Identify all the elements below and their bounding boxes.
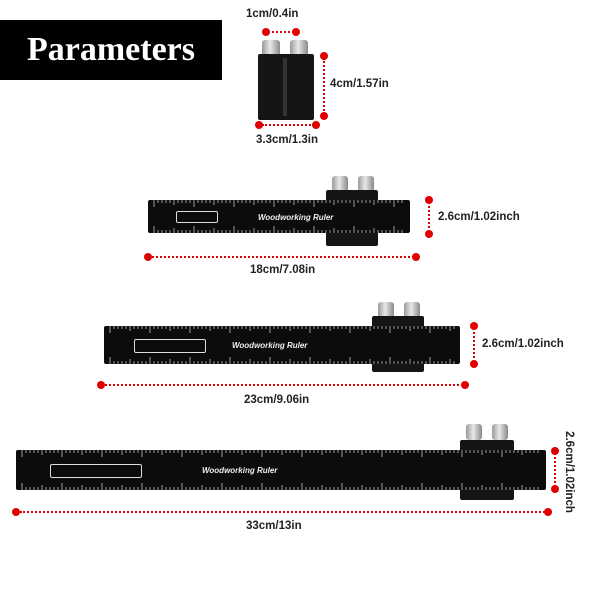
ruler3-knob-right [492, 424, 508, 440]
ruler3-window [50, 464, 142, 478]
clamp-width-label: 1cm/0.4in [246, 8, 299, 20]
ruler2-length-dot-left [97, 381, 105, 389]
ruler-scale-ticks [109, 326, 455, 364]
clamp-height-dot-bottom [320, 112, 328, 120]
ruler-33cm: Woodworking Ruler [16, 450, 546, 490]
ruler1-length-dot-left [144, 253, 152, 261]
clamp-length-dot-right [312, 121, 320, 129]
ruler-23cm: Woodworking Ruler [104, 326, 460, 364]
ruler3-height-label: 2.6cm/1.02inch [562, 431, 575, 513]
ruler1-height-dot-top [425, 196, 433, 204]
ruler3-knob-left [466, 424, 482, 440]
ruler2-length-dot-right [461, 381, 469, 389]
ruler-18cm: Woodworking Ruler [148, 200, 410, 233]
clamp-height-dot-top [320, 52, 328, 60]
ruler1-length-dot-right [412, 253, 420, 261]
ruler2-length-line [105, 384, 463, 386]
ruler3-height-dot-top [551, 447, 559, 455]
ruler1-height-line [428, 202, 430, 232]
ruler1-knob-left [332, 176, 348, 192]
ruler-scale-ticks [21, 450, 539, 490]
ruler2-height-line [473, 328, 475, 362]
clamp-height-line [323, 58, 325, 114]
ruler1-window [176, 211, 218, 223]
ruler3-length-label: 33cm/13in [246, 520, 302, 532]
ruler3-length-dot-left [12, 508, 20, 516]
ruler2-knob-left [378, 302, 394, 318]
ruler2-window [134, 339, 206, 353]
ruler2-knob-right [404, 302, 420, 318]
ruler3-length-line [20, 511, 548, 513]
clamp-length-dot-left [255, 121, 263, 129]
clamp-height-label: 4cm/1.57in [330, 78, 389, 90]
page-title: Parameters [0, 20, 222, 80]
clamp-width-line [268, 31, 294, 33]
clamp-length-line [262, 124, 314, 126]
ruler2-height-dot-bottom [470, 360, 478, 368]
ruler3-length-dot-right [544, 508, 552, 516]
ruler3-brand: Woodworking Ruler [202, 466, 278, 475]
ruler3-height-dot-bottom [551, 485, 559, 493]
clamp-groove [283, 58, 287, 116]
ruler1-height-label: 2.6cm/1.02inch [438, 211, 520, 223]
ruler2-height-dot-top [470, 322, 478, 330]
ruler1-length-line [152, 256, 414, 258]
clamp-length-label: 3.3cm/1.3in [256, 134, 319, 146]
ruler-scale-ticks [153, 200, 403, 233]
ruler2-height-label: 2.6cm/1.02inch [482, 338, 564, 350]
clamp-width-dot-left [262, 28, 270, 36]
ruler3-height-line [554, 453, 556, 487]
clamp-knob-left [262, 40, 280, 58]
ruler1-knob-right [358, 176, 374, 192]
ruler1-height-dot-bottom [425, 230, 433, 238]
ruler1-brand: Woodworking Ruler [258, 213, 334, 222]
ruler1-length-label: 18cm/7.08in [250, 264, 316, 276]
clamp-knob-right [290, 40, 308, 58]
ruler2-brand: Woodworking Ruler [232, 341, 308, 350]
clamp-width-dot-right [292, 28, 300, 36]
ruler2-length-label: 23cm/9.06in [244, 394, 310, 406]
